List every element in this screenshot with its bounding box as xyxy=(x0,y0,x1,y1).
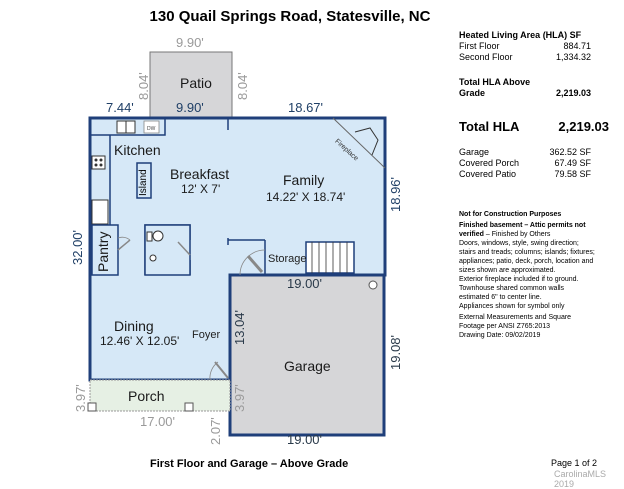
room-family: Family xyxy=(283,172,325,188)
garage-row: Garage 362.52 SF xyxy=(459,147,591,157)
room-garage: Garage xyxy=(284,358,331,374)
notes: Not for Construction Purposes Finished b… xyxy=(459,211,595,339)
footer-caption: First Floor and Garage – Above Grade xyxy=(150,458,349,470)
total-above-row: Grade 2,219.03 xyxy=(459,88,591,98)
second-floor-row: Second Floor 1,334.32 xyxy=(459,52,591,62)
room-kitchen: Kitchen xyxy=(114,142,161,158)
room-storage: Storage xyxy=(268,253,307,265)
dim-patio-left: 8.04' xyxy=(136,72,151,100)
dim-patio-top: 9.90' xyxy=(176,35,204,50)
covered-patio-row: Covered Patio 79.58 SF xyxy=(459,169,591,179)
island-label: Island xyxy=(138,169,149,196)
room-porch: Porch xyxy=(128,388,165,404)
covered-porch-row: Covered Porch 67.49 SF xyxy=(459,158,591,168)
dim-garage-top: 19.00' xyxy=(287,276,323,291)
dim-top-left: 7.44' xyxy=(106,100,134,115)
dim-patio-right: 8.04' xyxy=(235,72,250,100)
room-foyer: Foyer xyxy=(192,329,221,341)
dim-garage-bottom: 19.00' xyxy=(287,432,323,447)
room-breakfast-size: 12' X 7' xyxy=(181,182,221,196)
room-patio: Patio xyxy=(180,75,212,91)
dim-porch-bottom: 17.00' xyxy=(140,414,176,429)
dim-right-upper: 18.96' xyxy=(388,176,403,212)
dim-porch-gap: 2.07' xyxy=(208,417,223,445)
floor-plan-drawing: DW xyxy=(87,51,387,437)
room-pantry: Pantry xyxy=(95,231,111,272)
dim-top-mid: 9.90' xyxy=(176,100,204,115)
room-dining: Dining xyxy=(114,318,154,334)
watermark: CarolinaMLS 2019 xyxy=(554,469,607,489)
total-above-label-1: Total HLA Above xyxy=(459,77,531,87)
room-breakfast: Breakfast xyxy=(170,166,230,182)
dim-left: 32.00' xyxy=(70,229,85,265)
floor-plan: DW xyxy=(70,35,403,447)
svg-text:DW: DW xyxy=(147,126,156,132)
total-hla-row: Total HLA 2,219.03 xyxy=(459,119,609,134)
dim-garage-right: 19.08' xyxy=(388,334,403,370)
dim-porch-left: 3.97' xyxy=(73,384,88,412)
hla-heading: Heated Living Area (HLA) SF xyxy=(459,30,582,40)
dim-garage-lower-left: 3.97' xyxy=(232,384,247,412)
page-number: Page 1 of 2 xyxy=(551,458,598,468)
room-family-size: 14.22' X 18.74' xyxy=(266,190,346,204)
first-floor-row: First Floor 884.71 xyxy=(459,41,591,51)
dim-top-right: 18.67' xyxy=(288,100,324,115)
dim-garage-left: 13.04' xyxy=(232,309,247,345)
room-dining-size: 12.46' X 12.05' xyxy=(100,334,180,348)
page-title: 130 Quail Springs Road, Statesville, NC xyxy=(149,8,431,25)
